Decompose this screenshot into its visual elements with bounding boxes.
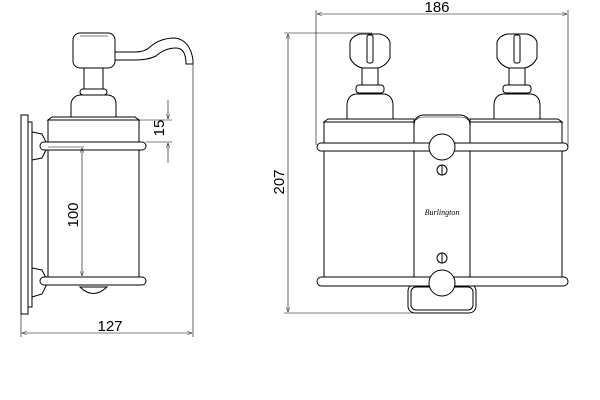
wall-plate — [20, 114, 29, 315]
pump-collar — [70, 94, 117, 118]
upper-screw-icon — [436, 164, 448, 176]
left-pump — [346, 33, 394, 121]
side-view: 100 15 127 — [20, 32, 194, 337]
dim-label-207: 207 — [271, 169, 288, 194]
dim-label-15: 15 — [151, 120, 168, 137]
dim-label-100: 100 — [65, 202, 82, 227]
lower-mount-knob — [428, 269, 456, 297]
bottle-lids — [322, 118, 564, 123]
dim-label-127: 127 — [97, 318, 122, 335]
back-plate-edge — [415, 116, 469, 121]
lower-screw-icon — [436, 252, 448, 264]
pump-head — [72, 32, 116, 69]
back-plate — [413, 114, 471, 281]
wall-plate-inner — [27, 121, 33, 308]
right-pump — [493, 33, 541, 121]
bottle-lid — [46, 116, 141, 121]
bottle-base-dome — [78, 286, 109, 294]
upper-mount-knob — [428, 133, 456, 161]
pump-spout — [114, 37, 194, 65]
front-view: 186 207 — [271, 0, 569, 314]
pump-neck — [83, 66, 104, 90]
collar-ring — [79, 88, 108, 96]
brand-logo: Burlington — [425, 208, 460, 217]
upper-ring — [39, 141, 147, 151]
dim-label-186: 186 — [424, 0, 449, 16]
lower-ring — [39, 276, 147, 286]
